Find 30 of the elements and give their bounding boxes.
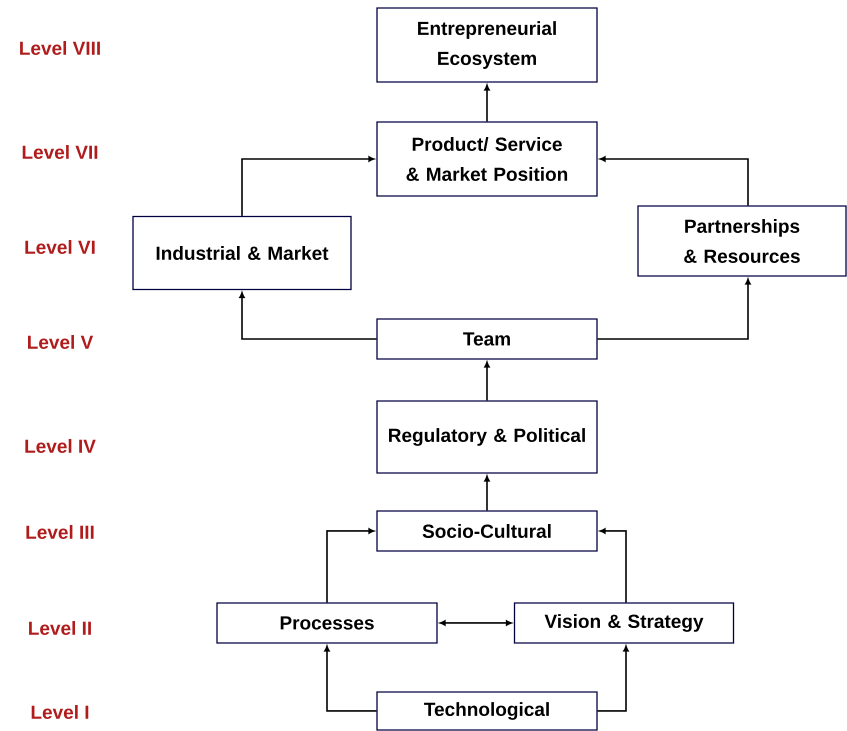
arrow (484, 476, 490, 510)
process-box: Product/ Service & Market Position (376, 121, 598, 197)
process-box: Entrepreneurial Ecosystem (376, 7, 598, 83)
arrow (484, 362, 490, 400)
arrow (598, 646, 629, 712)
arrow (598, 278, 751, 340)
arrow (440, 620, 512, 626)
process-box: Industrial & Market (132, 216, 352, 290)
process-box: Technological (376, 691, 598, 731)
process-box: Vision & Strategy (514, 602, 734, 644)
process-box: Team (376, 318, 598, 360)
level-label: Level II (29, 621, 91, 635)
level-label: Level IV (25, 439, 96, 453)
arrow (600, 528, 627, 602)
arrow (239, 292, 376, 340)
arrow (326, 528, 374, 602)
arrow (484, 84, 490, 122)
level-label: Level VIII (20, 41, 100, 55)
process-box: Regulatory & Political (376, 400, 598, 474)
arrow (324, 646, 376, 712)
level-label: Level VI (25, 240, 95, 254)
level-label: Level V (28, 335, 94, 349)
process-box: Partnerships & Resources (637, 205, 847, 277)
process-box: Processes (216, 602, 438, 644)
process-box: Socio-Cultural (376, 510, 598, 552)
level-label: Level III (26, 525, 94, 539)
arrow (600, 156, 749, 206)
arrow (241, 156, 374, 216)
level-label: Level I (32, 705, 88, 719)
level-label: Level VII (22, 145, 98, 159)
